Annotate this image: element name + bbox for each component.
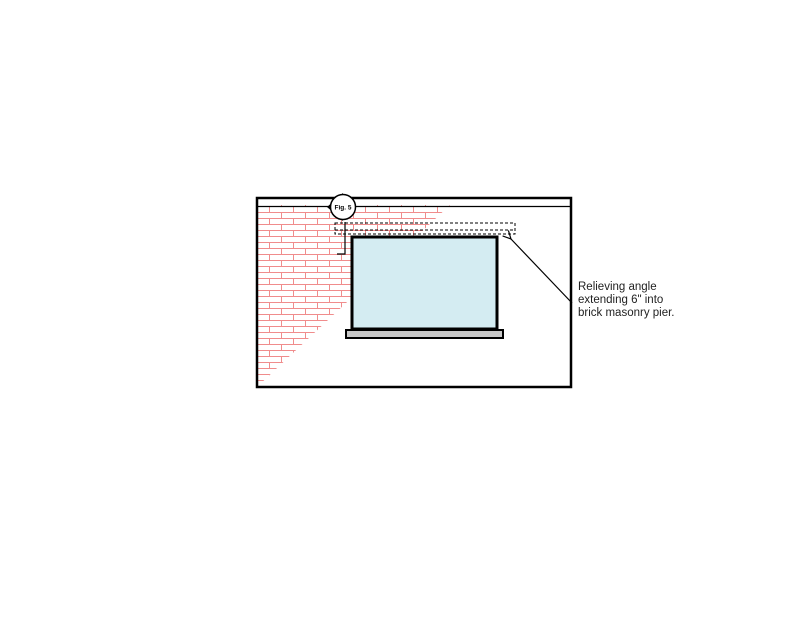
annotation-text: Relieving angle extending 6" into brick … [578,281,675,319]
section-cut-line [337,222,346,255]
annotation-line-1: Relieving angle [578,281,657,293]
window-glass [350,235,499,331]
annotation-line-3: brick masonry pier. [578,307,675,319]
section-marker-label: Fig. 5 [335,205,352,212]
window-sill [345,329,504,339]
section-marker: Fig. 5 [327,193,357,221]
relieving-angle-dashed [334,222,516,235]
annotation-line-2: extending 6" into [578,294,663,306]
wall-outline [255,196,573,389]
leader-arrow [511,239,573,304]
